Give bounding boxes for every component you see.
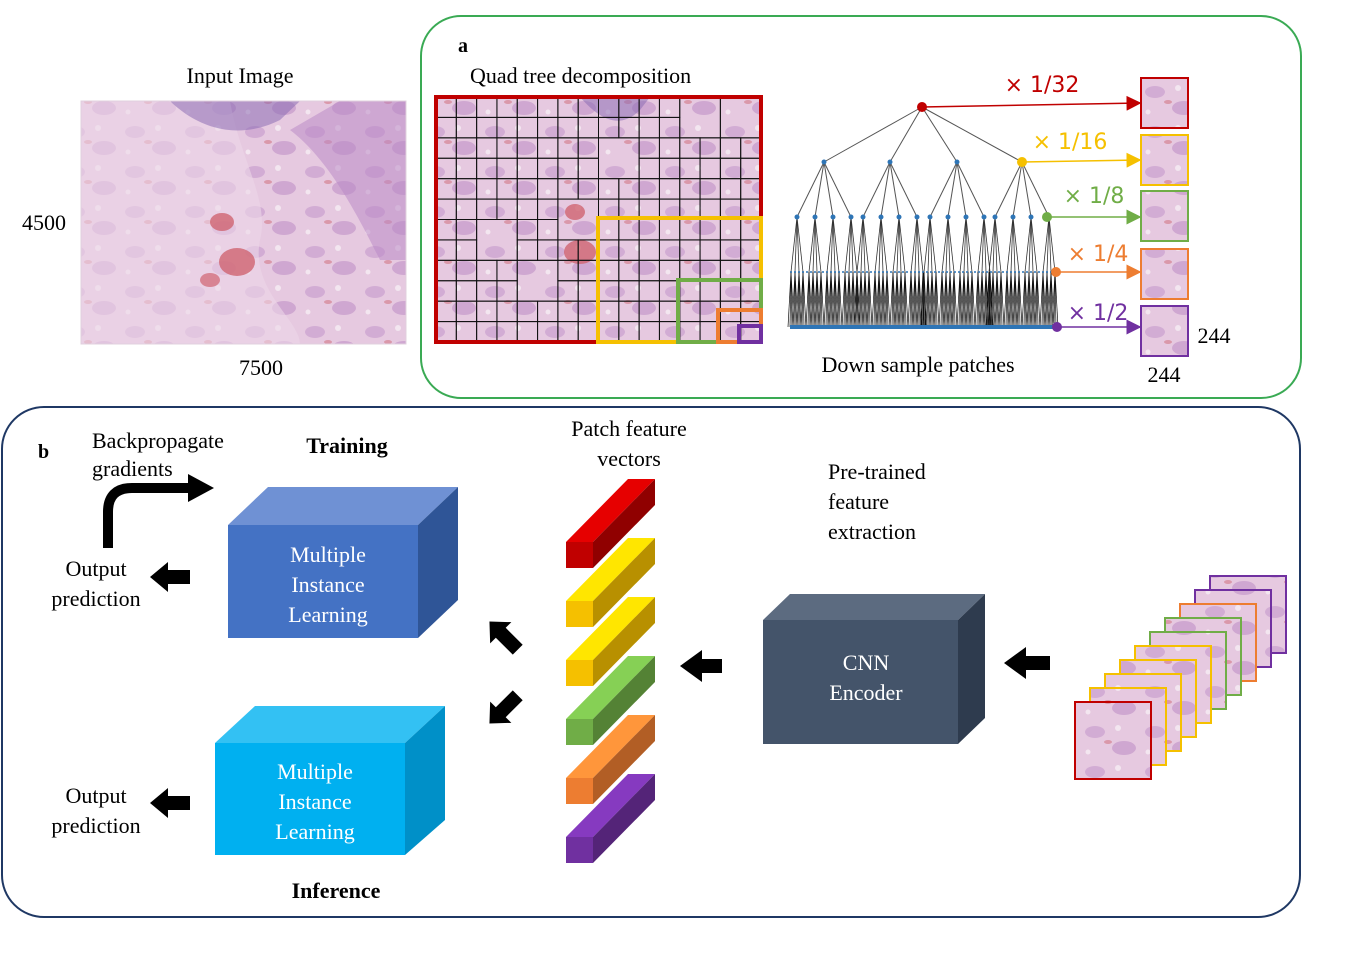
scale-label-4: × 1/2 xyxy=(1068,301,1129,326)
training-label: Training xyxy=(306,433,388,458)
feature-vector-5 xyxy=(566,774,655,863)
patch-size-bottom: 244 xyxy=(1148,362,1181,387)
scale-outputs: × 1/32 × 1/16 × 1/8 × 1/4 × 1/2 xyxy=(917,73,1189,357)
arrow-to-training xyxy=(489,621,523,655)
inference-label: Inference xyxy=(292,878,381,903)
quadtree-image xyxy=(434,95,763,344)
scale-label-0: × 1/32 xyxy=(1005,73,1080,98)
backprop-arrowhead xyxy=(188,474,214,502)
panel-b-label: b xyxy=(38,441,49,463)
scale-label-3: × 1/4 xyxy=(1068,242,1129,267)
patch-stack xyxy=(1074,575,1287,780)
quadtree-region-x2 xyxy=(737,324,763,344)
panel-b-frame xyxy=(1,406,1301,918)
output-arrow-bottom xyxy=(150,788,190,818)
input-image xyxy=(80,100,407,345)
quadtree-graph xyxy=(787,106,1059,329)
stacked-patch-9 xyxy=(1074,701,1152,780)
input-height-label: 4500 xyxy=(22,210,66,235)
quadtree-title: Quad tree decomposition xyxy=(470,63,691,88)
input-image-title: Input Image xyxy=(187,63,294,88)
input-width-label: 7500 xyxy=(239,355,283,380)
feature-vector-3 xyxy=(566,656,655,745)
downsampled-patch-4 xyxy=(1140,305,1189,357)
backprop-arrow xyxy=(103,483,190,548)
scale-label-2: × 1/8 xyxy=(1064,184,1125,209)
downsampled-patch-3 xyxy=(1140,248,1189,300)
downsampled-patch-1 xyxy=(1140,134,1189,186)
arrow-patches-to-cnn xyxy=(1004,647,1050,679)
patch-feature-vectors xyxy=(566,479,655,863)
patch-size-right: 244 xyxy=(1198,323,1231,348)
panel-a-frame xyxy=(420,15,1302,399)
output-arrow-top xyxy=(150,562,190,592)
downsampled-patch-0 xyxy=(1140,77,1189,129)
arrow-to-inference xyxy=(489,690,523,724)
panel-a-label: a xyxy=(458,35,468,57)
feature-vector-4 xyxy=(566,715,655,804)
feature-vector-2 xyxy=(566,597,655,686)
feature-vector-0 xyxy=(566,479,655,568)
downsample-caption: Down sample patches xyxy=(821,352,1014,377)
downsampled-patch-2 xyxy=(1140,190,1189,242)
arrow-cnn-to-vectors xyxy=(680,650,722,682)
scale-label-1: × 1/16 xyxy=(1033,130,1108,155)
feature-vector-1 xyxy=(566,538,655,627)
